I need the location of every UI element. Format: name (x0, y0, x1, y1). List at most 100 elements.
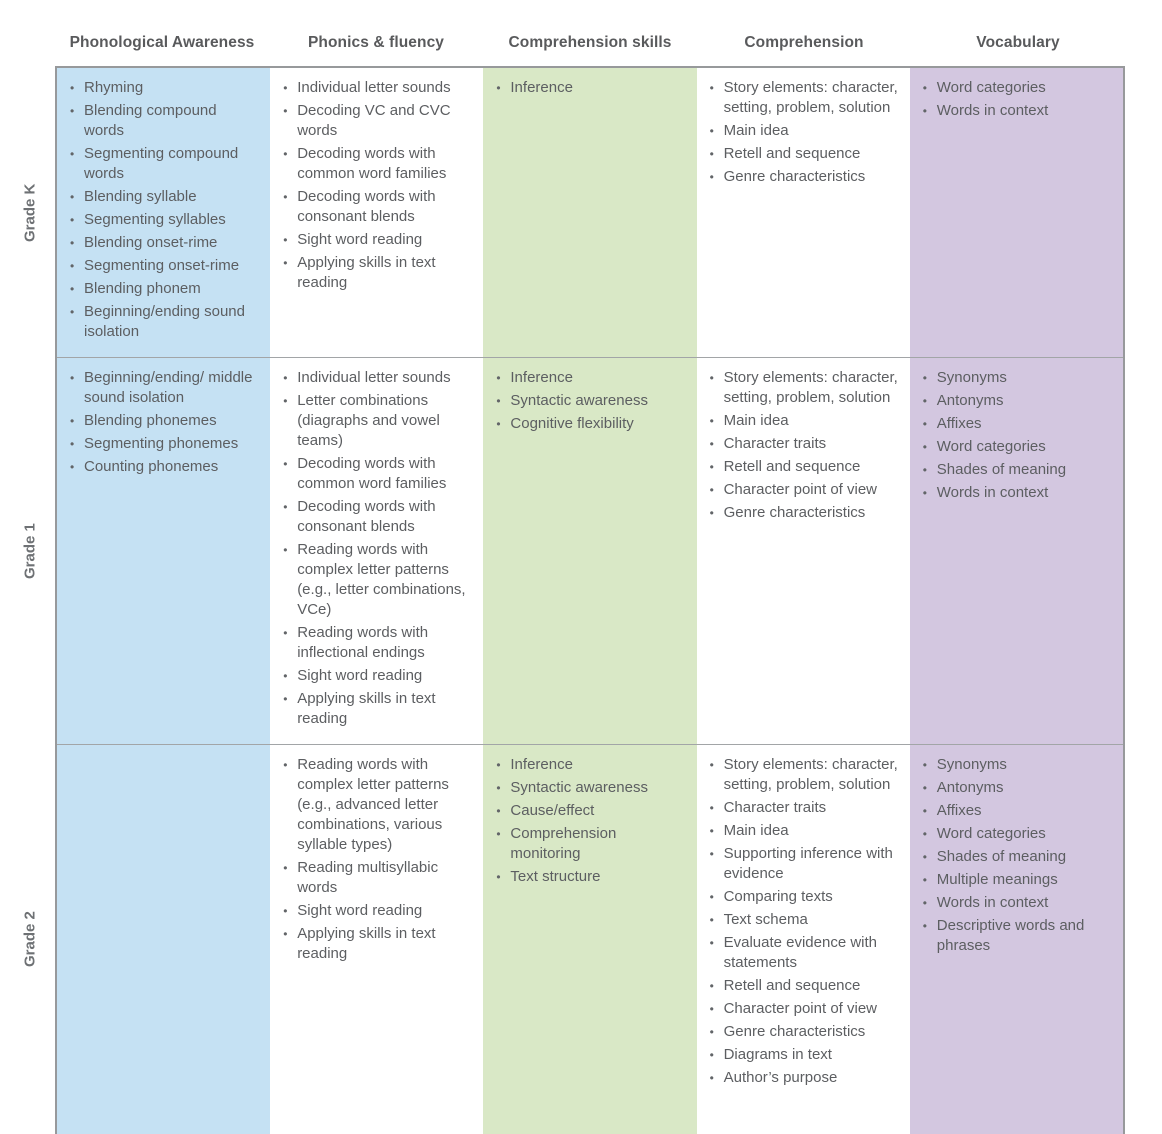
skill-item: •Reading words with complex letter patte… (280, 540, 473, 620)
skill-item: •Multiple meanings (920, 870, 1113, 890)
skill-item: •Words in context (920, 893, 1113, 913)
skill-label: Comprehension monitoring (510, 825, 617, 862)
skill-label: Counting phonemes (84, 458, 219, 475)
skill-label: Decoding words with consonant blends (297, 498, 436, 535)
skill-item: • Retell and sequence (707, 457, 900, 477)
skill-label: Decoding words with common word families (297, 455, 447, 492)
skill-item: • Decoding words with consonant blends (280, 497, 473, 537)
bullet-icon: • (709, 460, 714, 474)
skill-item: •Comparing texts (707, 887, 900, 907)
cell-grade-2-phonics-fluency: •Reading words with complex letter patte… (270, 745, 484, 1134)
skill-item: • Affixes (920, 801, 1113, 821)
skill-item: •Reading words with complex letter patte… (280, 755, 473, 855)
bullet-icon: • (709, 170, 714, 184)
cell-grade-k-phonics-fluency: •Individual letter sounds•Decoding VC an… (270, 68, 484, 357)
skill-item: •Blending compound words (67, 101, 260, 141)
skill-item: •Individual letter sounds (280, 368, 473, 388)
bullet-icon: • (496, 758, 501, 772)
bullet-icon: • (70, 81, 75, 95)
skill-label: Blending syllable (84, 188, 197, 205)
skill-item: •Descriptive words and phrases (920, 916, 1113, 956)
row-grade-1: Grade 1 •Beginning/ending/ middle sound i… (22, 357, 1123, 744)
skill-item: •Syntactic awareness (493, 778, 686, 798)
skill-item: •Word categories (920, 78, 1113, 98)
skill-label: Story elements: character, setting, prob… (723, 369, 898, 406)
skill-item: •Decoding words with common word familie… (280, 144, 473, 184)
bullet-icon: • (709, 1071, 714, 1085)
skill-item: •Genre characteristics (707, 167, 900, 187)
skill-label: Words in context (936, 102, 1049, 119)
bullet-icon: • (283, 500, 288, 514)
skill-item: •Segmenting phonemes (67, 434, 260, 454)
cell-grade-2-comprehension: •Story elements: character, setting, pro… (696, 745, 910, 1134)
skill-label: Letter combinations (diagraphs and vowel… (297, 392, 440, 449)
bullet-icon: • (70, 282, 75, 296)
skill-list: •Rhyming•Blending compound words•Segment… (67, 78, 260, 342)
bullet-icon: • (70, 236, 75, 250)
bullet-icon: • (283, 147, 288, 161)
bullet-icon: • (709, 1025, 714, 1039)
bullet-icon: • (709, 1002, 714, 1016)
skill-item: •Decoding VC and CVC words (280, 101, 473, 141)
skill-item: •Reading words with inflectional endings (280, 623, 473, 663)
cell-grade-2-phonological-awareness (57, 745, 271, 1134)
bullet-icon: • (922, 394, 927, 408)
skill-label: Syntactic awareness (510, 779, 648, 796)
bullet-icon: • (283, 256, 288, 270)
bullet-icon: • (70, 190, 75, 204)
bullet-icon: • (709, 371, 714, 385)
skill-item: •Syntactic awareness (493, 391, 686, 411)
bullet-icon: • (709, 483, 714, 497)
skill-list: •Story elements: character, setting, pro… (707, 755, 900, 1088)
skill-item: •Sight word reading (280, 666, 473, 686)
skill-item: • Comprehension monitoring (493, 824, 686, 864)
skill-label: Affixes (936, 415, 982, 432)
skill-label: Blending compound words (84, 102, 217, 139)
skill-label: Main idea (723, 822, 789, 839)
bullet-icon: • (709, 758, 714, 772)
skill-item: •Evaluate evidence with statements (707, 933, 900, 973)
bullet-icon: • (922, 919, 927, 933)
skill-list: •Reading words with complex letter patte… (280, 755, 473, 964)
skill-item: •Character traits (707, 434, 900, 454)
skill-label: Applying skills in text reading (297, 925, 436, 962)
bullet-icon: • (283, 81, 288, 95)
skill-item: • Inference (493, 368, 686, 388)
skill-item: •Beginning/ending/ middle sound isolatio… (67, 368, 260, 408)
skill-label: Blending phonemes (84, 412, 217, 429)
row-label-grade-1: Grade 1 (21, 523, 39, 579)
skill-label: Comparing texts (723, 888, 833, 905)
skill-item: •Supporting inference with evidence (707, 844, 900, 884)
skill-label: Retell and sequence (723, 458, 861, 475)
skill-label: Affixes (936, 802, 982, 819)
bullet-icon: • (922, 896, 927, 910)
skill-label: Inference (510, 79, 573, 96)
bullet-icon: • (496, 827, 501, 841)
bullet-icon: • (922, 417, 927, 431)
skill-label: Retell and sequence (723, 977, 861, 994)
bullet-icon: • (283, 233, 288, 247)
bullet-icon: • (496, 870, 501, 884)
skill-label: Synonyms (936, 756, 1007, 773)
bullet-icon: • (283, 104, 288, 118)
bullet-icon: • (922, 850, 927, 864)
skill-list: •Individual letter sounds•Decoding VC an… (280, 78, 473, 293)
column-header-comprehension-skills: Comprehension skills (508, 34, 672, 51)
skill-label: Character traits (723, 435, 827, 452)
bullet-icon: • (70, 259, 75, 273)
skill-label: Syntactic awareness (510, 392, 648, 409)
skill-item: •Character point of view (707, 999, 900, 1019)
skill-item: •Author’s purpose (707, 1068, 900, 1088)
skill-label: Word categories (936, 79, 1046, 96)
bullet-icon: • (922, 873, 927, 887)
bullet-icon: • (283, 190, 288, 204)
bullet-icon: • (922, 104, 927, 118)
skill-item: •Synonyms (920, 755, 1113, 775)
bullet-icon: • (496, 371, 501, 385)
skill-label: Story elements: character, setting, prob… (723, 79, 898, 116)
skill-item: • Blending syllable (67, 187, 260, 207)
skill-label: Inference (510, 369, 573, 386)
column-headers: Phonological Awareness Phonics & fluency… (55, 33, 1125, 53)
bullet-icon: • (922, 804, 927, 818)
skill-list: •Individual letter sounds • Letter combina… (280, 368, 473, 729)
